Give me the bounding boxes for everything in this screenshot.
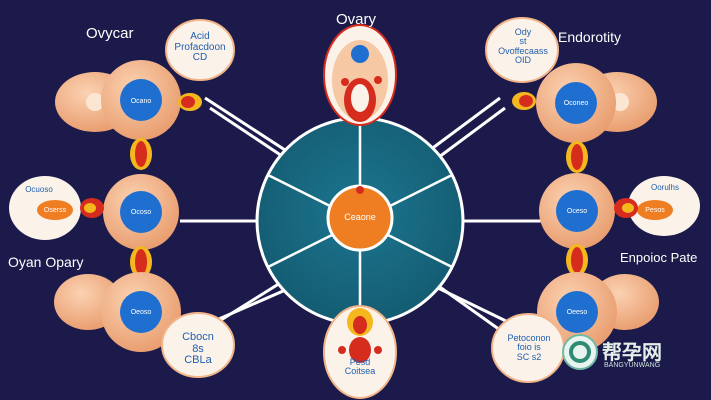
right-tissue-upper [566, 141, 588, 173]
bubble-bottom-left [161, 312, 235, 378]
label-top-center: Ovary [336, 11, 377, 28]
label-top-right: Endorotity [558, 29, 622, 45]
node-label-right-mid-side: Pesos [645, 207, 665, 214]
bubble-top-left [165, 19, 235, 81]
left-tissue-upper [130, 138, 152, 170]
label-mid-left: Oyan Opary [8, 254, 84, 270]
bubble-top-right [485, 17, 559, 83]
node-label-left-mid: Ocoso [130, 209, 152, 216]
bubble-text-bottom-center: Pesd Coitsea [344, 357, 376, 377]
bubble-text-top-left: Acid Profacdoon CD [174, 31, 226, 63]
bottom-ovary-bubble [323, 305, 397, 399]
left-cluster-top [55, 60, 202, 140]
right-cluster-top [512, 63, 657, 143]
node-label-right-bottom: Oeeso [566, 309, 588, 316]
label-top-left: Ovycar [86, 25, 134, 42]
label-mid-right: Enpoioc Pate [620, 250, 698, 265]
node-label-left-mid-side: Oserss [43, 207, 67, 214]
bubble-text-mid-right: Oorulhs [650, 183, 679, 192]
node-label-left-bottom: Oeoso [130, 309, 152, 316]
right-tissue-lower [566, 244, 588, 276]
left-tissue-lower [130, 246, 152, 278]
watermark-logo-icon [562, 334, 598, 370]
bubble-text-bottom-left: Cbocn 8s CBLa [182, 331, 214, 367]
bubble-text-mid-left: Ocuoso [25, 185, 53, 194]
left-cluster-mid [9, 174, 179, 250]
bubble-text-top-right: Ody st Ovoffecaass OID [498, 27, 548, 66]
node-label-right-top: Oconeo [563, 100, 589, 107]
node-label-left-top: Ocano [130, 98, 152, 105]
right-cluster-mid [539, 173, 700, 249]
top-ovary-bubble [323, 24, 397, 126]
watermark-latin: BANGYUNWANG [604, 362, 661, 369]
watermark-chinese: 帮孕网 [602, 340, 662, 364]
bubble-text-bottom-right: Petoconon foio is SC s2 [507, 333, 551, 362]
center-node-label: Ceaone [344, 212, 376, 222]
node-label-right-mid: Oceso [566, 208, 588, 215]
left-cluster-bottom [54, 272, 181, 352]
